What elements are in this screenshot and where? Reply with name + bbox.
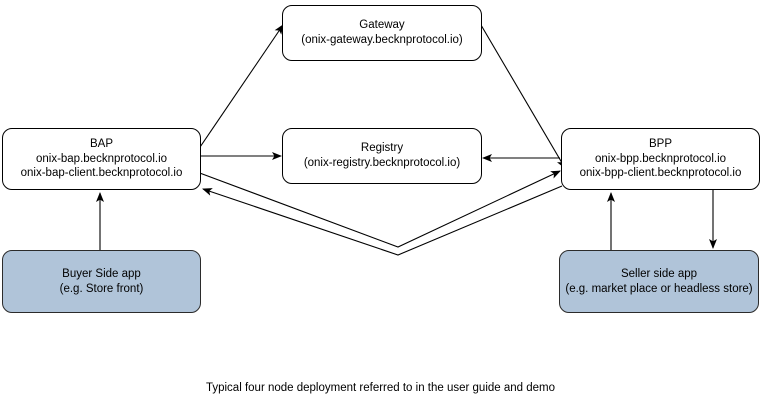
node-bap-subtitle: onix-bap.becknprotocol.io (35, 152, 168, 165)
node-bpp[interactable]: BPP onix-bpp.becknprotocol.io onix-bpp-c… (561, 128, 760, 190)
node-bpp-subtitle-2: onix-bpp-client.becknprotocol.io (579, 167, 742, 180)
edge-bpp-to-bap (202, 185, 563, 256)
edge-bap-to-gateway (195, 24, 284, 154)
node-seller-app-subtitle: (e.g. market place or headless store) (565, 282, 753, 295)
node-buyer-app-title: Buyer Side app (62, 267, 141, 280)
node-buyer-app[interactable]: Buyer Side app (e.g. Store front) (2, 250, 201, 313)
node-gateway[interactable]: Gateway (onix-gateway.becknprotocol.io) (282, 5, 482, 61)
node-registry-subtitle: (onix-registry.becknprotocol.io) (303, 157, 461, 169)
node-bpp-title: BPP (648, 137, 672, 150)
diagram-caption: Typical four node deployment referred to… (205, 382, 556, 394)
node-bap-title: BAP (89, 137, 113, 150)
edge-gateway-to-bpp (480, 24, 566, 169)
node-bpp-subtitle: onix-bpp.becknprotocol.io (594, 152, 727, 165)
node-bap-subtitle-2: onix-bap-client.becknprotocol.io (20, 167, 183, 180)
node-bap[interactable]: BAP onix-bap.becknprotocol.io onix-bap-c… (2, 128, 201, 190)
node-registry[interactable]: Registry (onix-registry.becknprotocol.io… (282, 128, 482, 184)
node-gateway-subtitle: (onix-gateway.becknprotocol.io) (301, 34, 463, 46)
node-buyer-app-subtitle: (e.g. Store front) (59, 282, 144, 295)
node-registry-title: Registry (360, 142, 404, 155)
node-seller-app[interactable]: Seller side app (e.g. market place or he… (559, 250, 759, 313)
node-seller-app-title: Seller side app (620, 267, 698, 280)
node-gateway-title: Gateway (359, 19, 405, 32)
